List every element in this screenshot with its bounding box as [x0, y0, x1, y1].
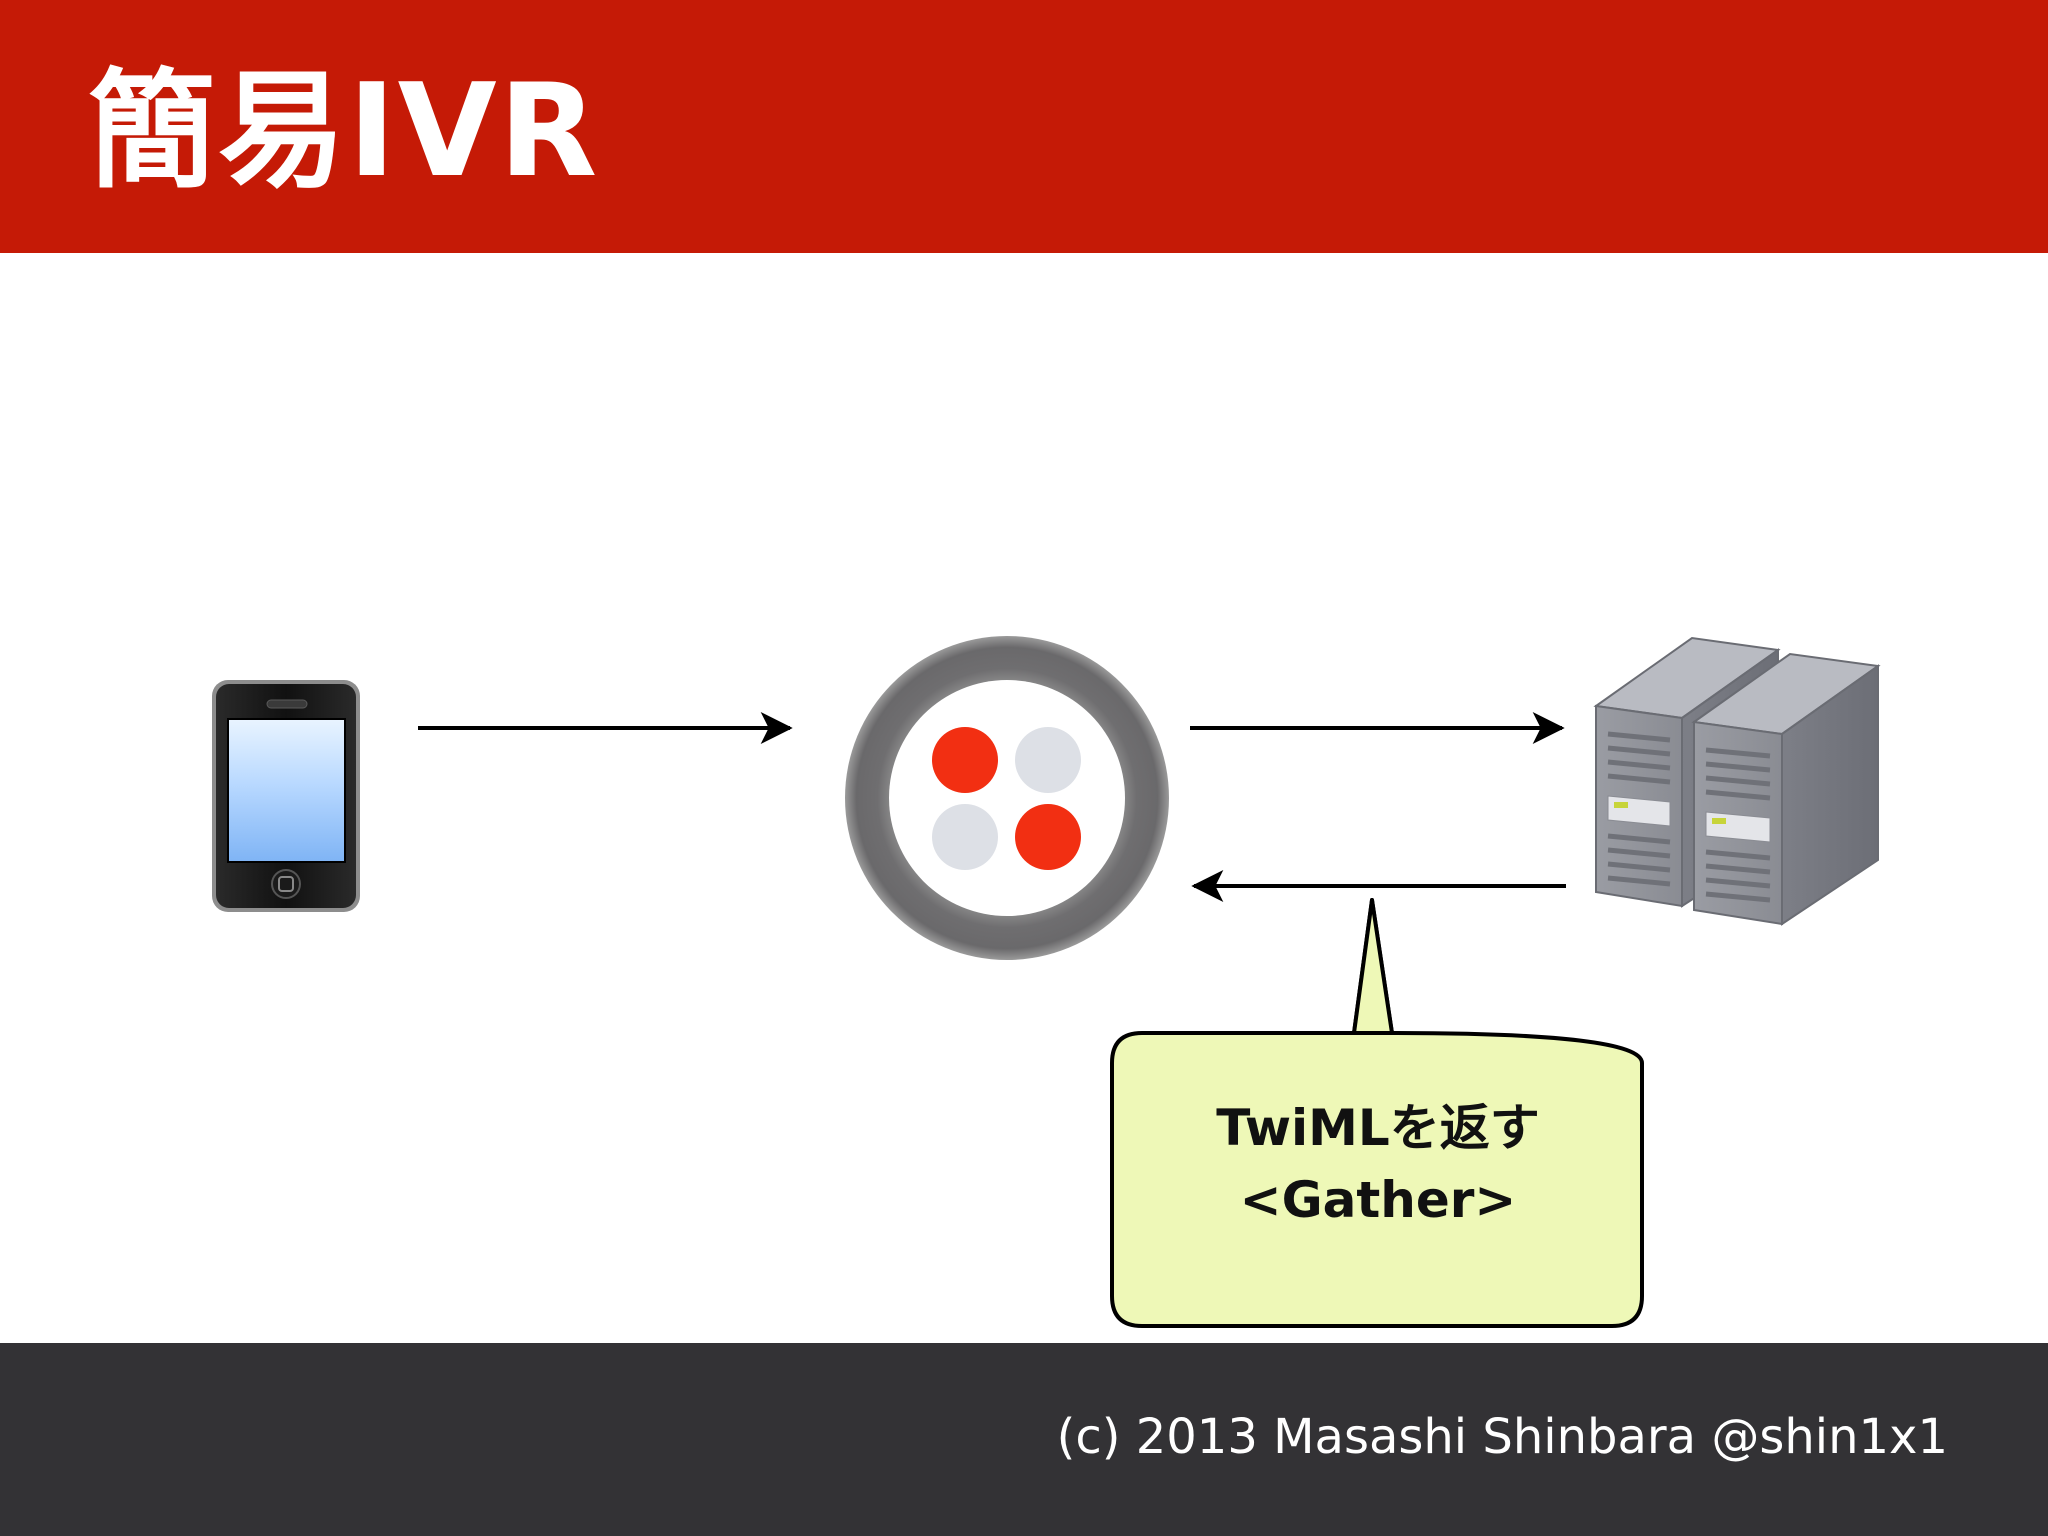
footer-bar: (c) 2013 Masashi Shinbara @shin1x1	[0, 1343, 2048, 1536]
copyright-text: (c) 2013 Masashi Shinbara @shin1x1	[1056, 1409, 1948, 1465]
server-icon	[1593, 636, 1881, 926]
title-bar: 簡易IVR	[0, 0, 2048, 253]
slide-title: 簡易IVR	[88, 57, 600, 206]
callout-line-2: <Gather>	[1239, 1171, 1517, 1229]
speech-callout	[1110, 898, 1644, 1328]
smartphone-icon	[212, 680, 360, 912]
callout-text: TwiMLを返す <Gather>	[1112, 1092, 1644, 1236]
twilio-logo	[845, 636, 1169, 960]
callout-line-1: TwiMLを返す	[1216, 1099, 1540, 1157]
